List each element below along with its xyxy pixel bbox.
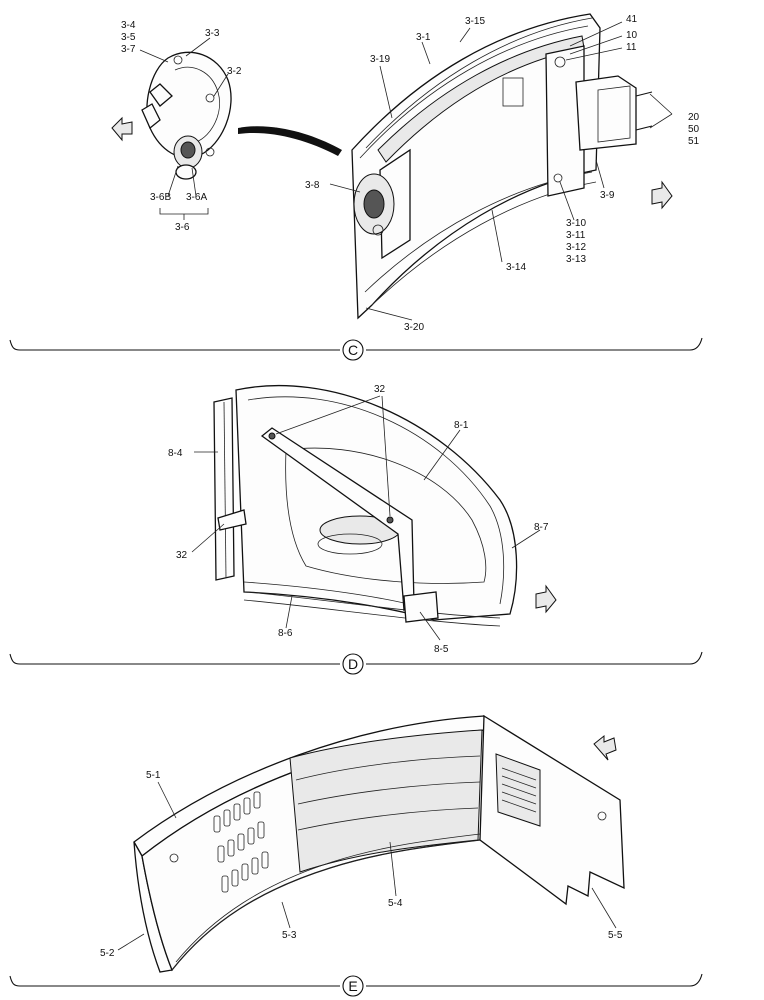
label-3-15: 3-15 [465,16,485,27]
label-8-4: 8-4 [168,448,183,459]
section-marker-d: D [348,656,358,672]
label-32-left: 32 [176,550,188,561]
label-3-5: 3-5 [121,32,136,43]
label-3-6: 3-6 [175,222,190,233]
direction-arrow-right-c [651,180,673,210]
section-bracket-c: C [9,337,703,361]
cover-panel-assembly [133,714,625,973]
direction-arrow-left-c [111,116,133,142]
section-d: 32 8-1 8-4 32 8-7 8-6 8-5 D [9,384,703,675]
section-marker-e: E [348,978,357,994]
labels-e: 5-1 5-4 5-3 5-2 5-5 [100,770,623,959]
label-3-12: 3-12 [566,242,586,253]
label-8-7: 8-7 [534,522,549,533]
label-11: 11 [626,42,637,53]
label-3-6b: 3-6B [150,192,171,203]
leader-lines-c [139,21,673,321]
label-10: 10 [626,30,638,41]
label-5-2: 5-2 [100,948,115,959]
label-3-10: 3-10 [566,218,586,229]
direction-arrow-e [593,734,617,761]
label-3-8: 3-8 [305,180,320,191]
label-3-20: 3-20 [404,322,424,333]
label-5-5: 5-5 [608,930,623,941]
section-bracket-e: E [9,973,703,997]
section-bracket-d: D [9,651,703,675]
label-3-11: 3-11 [566,230,586,241]
label-3-9: 3-9 [600,190,615,201]
label-8-1: 8-1 [454,420,469,431]
label-51: 51 [688,136,700,147]
label-41: 41 [626,14,638,25]
direction-arrow-d [535,584,557,614]
label-3-4: 3-4 [121,20,136,31]
leader-lines-e [117,781,617,951]
section-e: 5-1 5-4 5-3 5-2 5-5 E [9,714,703,997]
label-50: 50 [688,124,700,135]
section-c: 3-4 3-5 3-7 3-3 3-2 3-6B 3-6A 3-6 3-15 3… [9,13,703,361]
label-3-1: 3-1 [416,32,431,43]
label-8-5: 8-5 [434,644,449,655]
label-20: 20 [688,112,700,123]
label-3-7: 3-7 [121,44,136,55]
label-3-6a: 3-6A [186,192,207,203]
label-8-6: 8-6 [278,628,293,639]
label-5-1: 5-1 [146,770,161,781]
label-3-19: 3-19 [370,54,390,65]
heater-housing [351,13,653,320]
duct-assembly [213,384,518,627]
section-marker-c: C [348,342,358,358]
label-5-4: 5-4 [388,898,403,909]
leader-lines-d [191,395,541,641]
blower-motor-assembly [141,51,232,180]
label-3-13: 3-13 [566,254,586,265]
label-3-2: 3-2 [227,66,242,77]
label-3-3: 3-3 [205,28,220,39]
label-3-14: 3-14 [506,262,526,273]
vent-slots [213,791,269,893]
labels-d: 32 8-1 8-4 32 8-7 8-6 8-5 [168,384,549,655]
label-32-top: 32 [374,384,386,395]
assembly-pointer-arrow [238,126,342,156]
label-5-3: 5-3 [282,930,297,941]
labels-c: 3-4 3-5 3-7 3-3 3-2 3-6B 3-6A 3-6 3-15 3… [121,14,700,333]
